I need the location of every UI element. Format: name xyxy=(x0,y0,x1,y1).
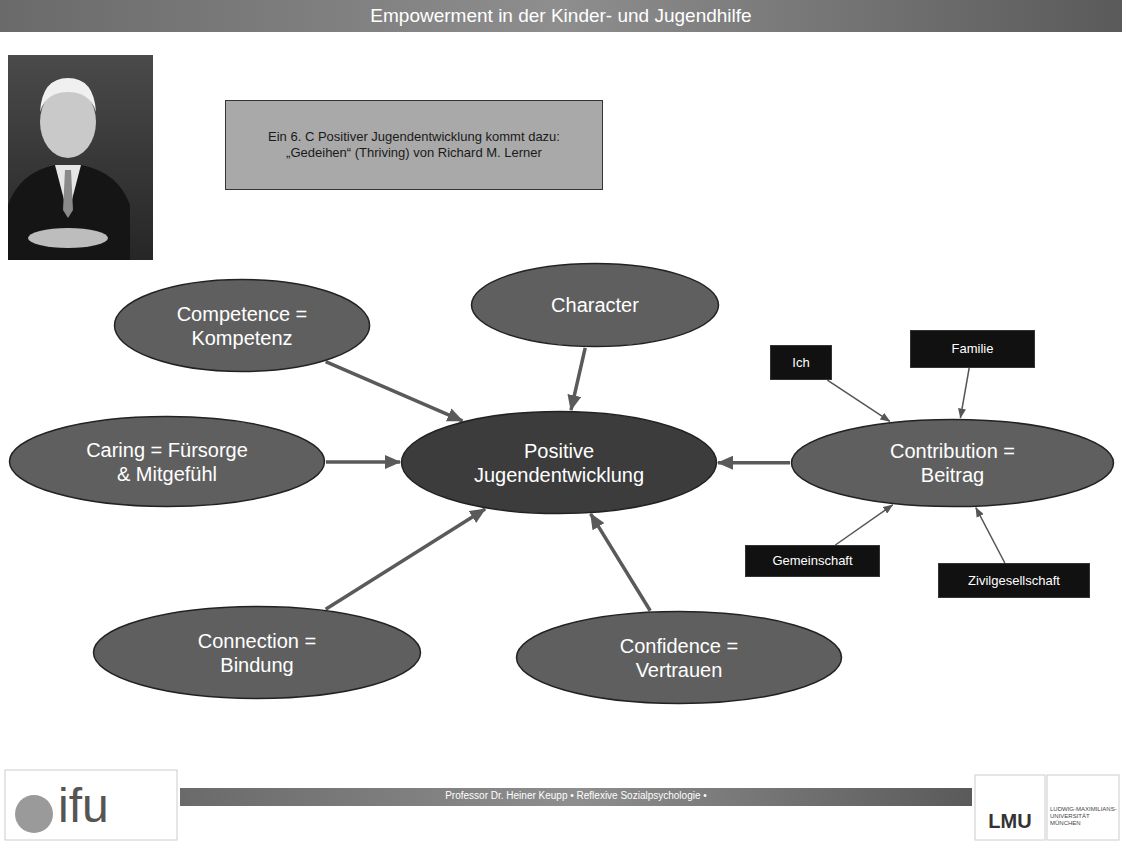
connector-arrow xyxy=(326,362,463,421)
node-text: Caring = Fürsorge & Mitgefühl xyxy=(80,438,255,486)
node-text: Connection = Bindung xyxy=(182,629,332,677)
confidence-ellipse: Confidence = Vertrauen xyxy=(515,610,843,705)
lmu-logo xyxy=(975,775,1119,840)
connector-arrow xyxy=(718,461,790,465)
portrait-photo xyxy=(8,55,153,260)
ellipse-outline xyxy=(92,605,422,700)
node-content: Gemeinschaft xyxy=(772,553,852,569)
character-ellipse: Character xyxy=(470,262,720,348)
node-content: Zivilgesellschaft xyxy=(968,573,1060,589)
connector-arrow xyxy=(976,508,1005,563)
node-text: Ich xyxy=(792,355,809,371)
node-text: Contribution = Beitrag xyxy=(873,439,1033,487)
connector-arrow xyxy=(326,460,400,464)
connector-arrow xyxy=(326,509,485,609)
node-content: Positive Jugendentwicklung xyxy=(464,439,654,487)
caring-ellipse: Caring = Fürsorge & Mitgefühl xyxy=(8,415,326,508)
node-text: Positive Jugendentwicklung xyxy=(464,439,654,487)
node-text: Familie xyxy=(952,341,994,357)
node-content: Ich xyxy=(792,355,809,371)
level-box: Zivilgesellschaft xyxy=(938,563,1090,598)
footer-band xyxy=(180,788,972,806)
node-content: Familie xyxy=(952,341,994,357)
title-band xyxy=(0,0,1122,32)
node-content: Ein 6. C Positiver Jugendentwicklung kom… xyxy=(244,129,584,160)
ellipse-outline xyxy=(790,418,1115,508)
node-content: Caring = Fürsorge & Mitgefühl xyxy=(80,438,255,486)
ellipse-outline xyxy=(8,415,326,508)
logo-text: LUDWIG-MAXIMILIANS-UNIVERSITÄT MÜNCHEN xyxy=(1050,806,1118,827)
ifu-logo xyxy=(5,770,177,840)
node-text: Gemeinschaft xyxy=(772,553,852,569)
node-content: Confidence = Vertrauen xyxy=(604,634,754,682)
logo-text: LMU xyxy=(978,810,1042,833)
slide-title: Empowerment in der Kinder- und Jugendhil… xyxy=(0,0,1122,32)
node-text: Competence = Kompetenz xyxy=(162,302,322,350)
level-box: Gemeinschaft xyxy=(745,545,880,577)
connector-arrow xyxy=(591,514,651,611)
connector-arrow xyxy=(571,348,585,410)
ellipse-outline xyxy=(400,410,718,515)
connector-arrow xyxy=(827,380,890,421)
footer-text: Professor Dr. Heiner Keupp • Reflexive S… xyxy=(180,790,972,802)
ellipse-outline xyxy=(113,278,371,373)
node-text: Character xyxy=(551,293,639,317)
competence-ellipse: Competence = Kompetenz xyxy=(113,278,371,373)
logo-text: ifu xyxy=(58,778,173,833)
node-content: Character xyxy=(551,293,639,317)
connection-ellipse: Connection = Bindung xyxy=(92,605,422,700)
node-content: Competence = Kompetenz xyxy=(162,302,322,350)
node-text: Ein 6. C Positiver Jugendentwicklung kom… xyxy=(244,129,584,160)
level-box: Familie xyxy=(910,330,1035,368)
connector-arrow xyxy=(835,505,892,545)
ellipse-outline xyxy=(515,610,843,705)
contribution-ellipse: Contribution = Beitrag xyxy=(790,418,1115,508)
center-ellipse: Positive Jugendentwicklung xyxy=(400,410,718,515)
node-text: Zivilgesellschaft xyxy=(968,573,1060,589)
connector-arrow xyxy=(960,368,969,418)
node-text: Confidence = Vertrauen xyxy=(604,634,754,682)
info-box: Ein 6. C Positiver Jugendentwicklung kom… xyxy=(225,100,603,190)
node-content: Contribution = Beitrag xyxy=(873,439,1033,487)
level-box: Ich xyxy=(770,345,832,380)
node-content: Connection = Bindung xyxy=(182,629,332,677)
